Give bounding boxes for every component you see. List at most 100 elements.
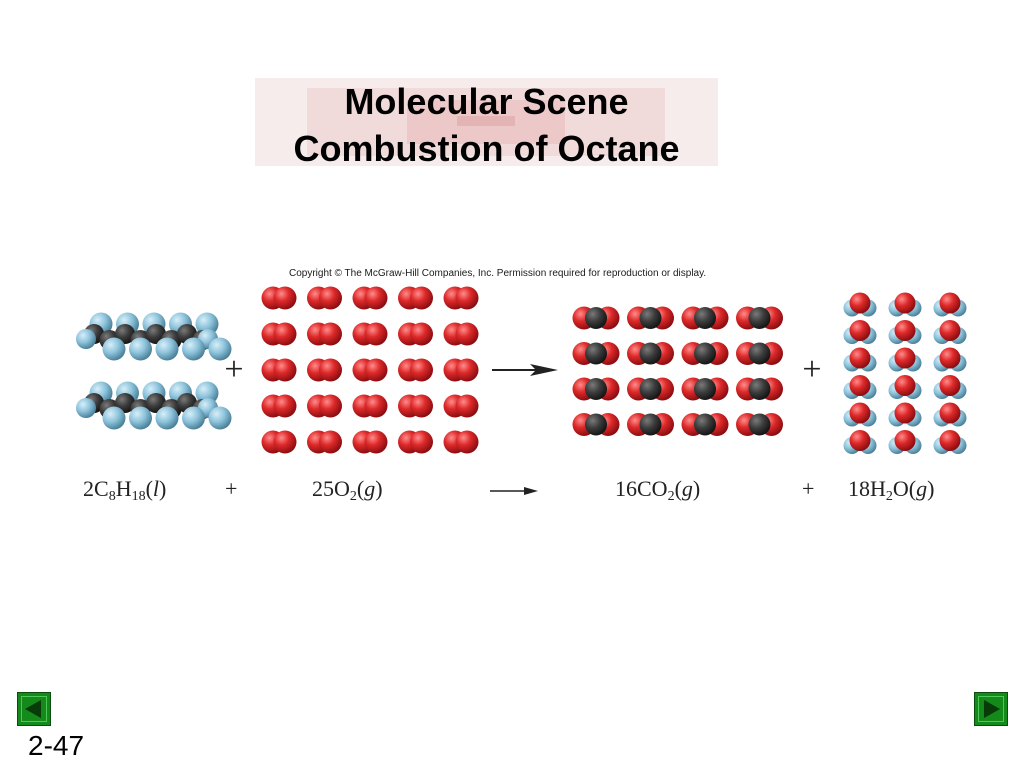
hydrogen-atom bbox=[76, 398, 96, 418]
carbon-atom bbox=[115, 393, 135, 413]
oxygen-atom bbox=[410, 358, 433, 382]
oxygen-atom bbox=[410, 322, 433, 346]
oxygen-atom bbox=[939, 430, 961, 451]
h2o-molecule bbox=[933, 320, 967, 344]
carbon-atom bbox=[585, 413, 607, 436]
prev-slide-button[interactable] bbox=[17, 692, 51, 726]
o2-molecule bbox=[398, 358, 433, 382]
oxygen-atom bbox=[273, 430, 297, 454]
oxygen-atom bbox=[273, 358, 297, 382]
octane-molecules bbox=[76, 312, 232, 430]
h2o-molecule bbox=[888, 320, 922, 344]
hydrogen-atom bbox=[102, 406, 126, 430]
oxygen-atom bbox=[273, 394, 297, 418]
o2-molecule bbox=[352, 322, 388, 346]
co2-molecule bbox=[736, 306, 783, 330]
equation-oxygen: 25O2(g) bbox=[312, 476, 383, 504]
water-molecules bbox=[843, 292, 967, 454]
h2o-molecule bbox=[843, 430, 877, 454]
carbon-atom bbox=[639, 342, 662, 365]
hydrogen-atom bbox=[129, 337, 152, 361]
hydrogen-atom bbox=[208, 406, 232, 430]
title-line-2: Combustion of Octane bbox=[293, 128, 680, 169]
h2o-molecule bbox=[888, 292, 922, 317]
carbon-atom bbox=[115, 324, 135, 344]
carbon-atom bbox=[639, 413, 662, 436]
co2-molecule bbox=[736, 377, 783, 401]
carbon-atom bbox=[639, 378, 662, 400]
carbon-atom bbox=[146, 324, 166, 344]
oxygen-atom bbox=[849, 430, 871, 451]
carbon-atom bbox=[146, 393, 166, 413]
o2-molecule bbox=[352, 286, 388, 310]
h2o-molecule bbox=[843, 402, 877, 427]
carbon-atom bbox=[694, 307, 716, 329]
oxygen-atom bbox=[849, 347, 871, 369]
oxygen-atom bbox=[455, 322, 479, 346]
co2-molecule bbox=[572, 342, 620, 365]
carbon-dioxide-molecules bbox=[572, 306, 783, 436]
hydrogen-atom bbox=[129, 406, 152, 430]
page-title: Molecular Scene Combustion of Octane bbox=[255, 78, 718, 172]
o2-molecule bbox=[443, 286, 479, 310]
co2-molecule bbox=[627, 377, 674, 401]
oxygen-atom bbox=[849, 292, 871, 314]
oxygen-atom bbox=[939, 347, 961, 369]
carbon-atom bbox=[585, 378, 607, 400]
oxygen-atom bbox=[319, 286, 342, 310]
oxygen-atom bbox=[939, 402, 961, 424]
co2-molecule bbox=[572, 413, 620, 436]
scene-plus-2: + bbox=[802, 351, 821, 388]
oxygen-atom bbox=[319, 358, 342, 382]
co2-molecule bbox=[681, 342, 729, 365]
oxygen-atom bbox=[410, 430, 433, 454]
h2o-molecule bbox=[933, 402, 967, 427]
o2-molecule bbox=[398, 286, 433, 310]
h2o-molecule bbox=[933, 430, 967, 454]
co2-molecule bbox=[681, 377, 729, 401]
oxygen-atom bbox=[849, 375, 871, 396]
oxygen-atom bbox=[894, 347, 916, 369]
co2-molecule bbox=[572, 377, 620, 401]
oxygen-atom bbox=[894, 430, 916, 451]
copyright-notice: Copyright © The McGraw-Hill Companies, I… bbox=[289, 268, 707, 279]
carbon-atom bbox=[694, 378, 716, 400]
octane-molecule bbox=[76, 381, 232, 430]
carbon-atom bbox=[585, 342, 607, 365]
title-decoration bbox=[457, 116, 515, 126]
oxygen-atom bbox=[939, 320, 961, 341]
equation-water: 18H2O(g) bbox=[848, 476, 935, 504]
carbon-atom bbox=[748, 413, 771, 436]
oxygen-atom bbox=[410, 286, 433, 310]
o2-molecule bbox=[443, 394, 479, 418]
co2-molecule bbox=[681, 413, 729, 436]
o2-molecule bbox=[443, 430, 479, 454]
hydrogen-atom bbox=[195, 381, 219, 405]
carbon-atom bbox=[694, 413, 716, 436]
co2-molecule bbox=[627, 413, 674, 436]
title-box: Molecular Scene Combustion of Octane bbox=[255, 78, 718, 169]
slide-number: 2-47 bbox=[28, 730, 85, 761]
oxygen-atom bbox=[455, 358, 479, 382]
oxygen-atom bbox=[364, 430, 388, 454]
oxygen-molecules bbox=[261, 286, 479, 454]
oxygen-atom bbox=[319, 322, 342, 346]
o2-molecule bbox=[261, 358, 297, 382]
equation-octane: 2C8H18(l) bbox=[83, 476, 167, 504]
o2-molecule bbox=[261, 322, 297, 346]
oxygen-atom bbox=[939, 375, 961, 396]
oxygen-atom bbox=[364, 358, 388, 382]
oxygen-atom bbox=[894, 375, 916, 396]
button-bevel bbox=[978, 696, 1004, 722]
o2-molecule bbox=[307, 430, 342, 454]
next-slide-button[interactable] bbox=[974, 692, 1008, 726]
hydrogen-atom bbox=[102, 337, 126, 361]
carbon-atom bbox=[639, 307, 662, 329]
prev-slide-icon bbox=[25, 700, 41, 718]
oxygen-atom bbox=[273, 286, 297, 310]
o2-molecule bbox=[261, 430, 297, 454]
h2o-molecule bbox=[843, 347, 877, 372]
oxygen-atom bbox=[894, 292, 916, 314]
h2o-molecule bbox=[933, 347, 967, 372]
